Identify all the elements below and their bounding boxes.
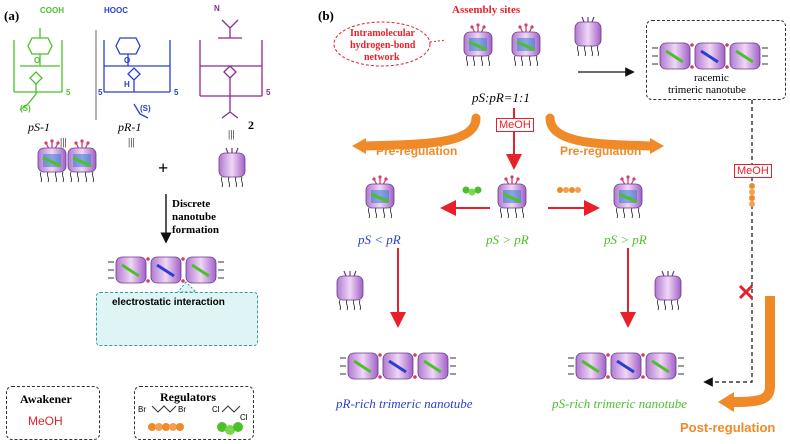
pr-rich-nanotube-icon xyxy=(338,351,458,381)
compound-2-label: 2 xyxy=(248,118,254,132)
awakener-box xyxy=(6,386,100,440)
sub5-pr-right: 5 xyxy=(174,88,179,97)
racemic-line2: trimeric nanotube xyxy=(668,84,746,96)
cl-small-icon xyxy=(462,186,482,196)
pre-regulation-right-label: Pre-regulation xyxy=(560,144,642,158)
ratio-label: pS:pR=1:1 xyxy=(472,90,530,105)
s-label-pr: (S) xyxy=(140,104,151,113)
awakener-value: MeOH xyxy=(28,414,63,428)
n-label: N xyxy=(214,4,220,13)
triple-bar-mid: ||| xyxy=(128,136,135,148)
ps-rich-nanotube-icon xyxy=(566,351,686,381)
br-label-right: Br xyxy=(178,405,186,414)
meoh-right-label: MeOH xyxy=(734,164,772,178)
s-label-ps: (S) xyxy=(20,104,31,113)
regulators-title: Regulators xyxy=(160,390,216,404)
br-regulator-icon xyxy=(148,405,184,431)
cooh-label: COOH xyxy=(40,6,64,15)
racemic-line1: racemic xyxy=(694,72,729,84)
pre-regulation-left-arrow xyxy=(361,113,481,151)
o-label-pr: O xyxy=(124,56,131,65)
pr-rich-label: pR-rich trimeric nanotube xyxy=(336,396,473,411)
sub5-compound2: 5 xyxy=(266,88,271,97)
pre-regulation-right-arrow xyxy=(545,113,655,151)
assembly-sites-label: Assembly sites xyxy=(452,4,521,16)
ps-lt-pr-pillar xyxy=(364,173,396,220)
cl-label-right: Cl xyxy=(240,413,248,422)
ps-gt-pr-right-label: pS > pR xyxy=(604,232,647,247)
pr-1-structure xyxy=(103,37,171,119)
awakener-title: Awakener xyxy=(20,392,72,406)
hooc-label: HOOC xyxy=(104,6,128,15)
cl-label-left: Cl xyxy=(212,405,220,414)
lower-left-compound2-pillar xyxy=(336,270,364,311)
intramolecular-line2: hydrogen-bond xyxy=(350,40,416,51)
pr-pillar-icon xyxy=(66,137,98,184)
pre-regulation-left-label: Pre-regulation xyxy=(376,144,458,158)
triple-bar-right: ||| xyxy=(228,128,235,140)
ps-rich-label: pS-rich trimeric nanotube xyxy=(552,396,688,411)
sub5-ps: 5 xyxy=(66,88,71,97)
discrete-line2: nanotube xyxy=(172,211,217,223)
electrostatic-label: electrostatic interaction xyxy=(112,297,225,308)
discrete-line3: formation xyxy=(172,224,220,236)
discrete-nanotube-icon xyxy=(106,255,226,285)
regulators-box xyxy=(134,386,254,440)
ps-gt-pr-right-pillar xyxy=(612,173,644,220)
compound2-pillar-icon xyxy=(218,147,246,188)
hbond-ellipse xyxy=(333,21,431,67)
racemic-pr-pillar xyxy=(510,21,542,68)
ps-gt-pr-mid-pillar xyxy=(496,173,528,220)
compound-2-structure xyxy=(199,19,263,119)
compound-pr-label: pR-1 xyxy=(118,120,142,134)
post-regulation-arrow xyxy=(733,296,775,407)
ps-1-structure xyxy=(13,28,63,111)
panel-a-label: (a) xyxy=(4,8,20,23)
cl-regulator-icon xyxy=(217,405,243,435)
h-label: H xyxy=(124,80,130,89)
electrostatic-box xyxy=(96,292,258,346)
meoh-center-label: MeOH xyxy=(496,118,534,132)
sub5-pr-left: 5 xyxy=(98,88,103,97)
intramolecular-line3: network xyxy=(364,52,400,63)
discrete-line1: Discrete xyxy=(172,198,211,210)
br-label-left: Br xyxy=(138,405,146,414)
post-regulation-label: Post-regulation xyxy=(680,420,776,435)
o-label-ps: O xyxy=(34,56,41,65)
intramolecular-line1: Intramolecular xyxy=(350,28,415,39)
racemic-ps-pillar xyxy=(462,21,494,68)
ps-gt-pr-mid-label: pS > pR xyxy=(486,232,529,247)
triple-bar-left: ||| xyxy=(60,136,67,148)
br-small-icon xyxy=(557,187,581,193)
blocked-x-icon xyxy=(738,284,754,300)
top-compound2-pillar xyxy=(574,16,602,57)
post-dashed-path xyxy=(703,100,753,387)
ps-lt-pr-label: pS < pR xyxy=(358,232,401,247)
meoh-right-br-icon xyxy=(749,183,755,207)
callout-pointer xyxy=(176,281,198,293)
racemic-box xyxy=(646,20,786,100)
panel-b-label: (b) xyxy=(318,8,334,23)
lower-right-compound2-pillar xyxy=(654,270,682,311)
compound-ps-label: pS-1 xyxy=(28,120,50,134)
plus-sign: + xyxy=(158,158,169,178)
